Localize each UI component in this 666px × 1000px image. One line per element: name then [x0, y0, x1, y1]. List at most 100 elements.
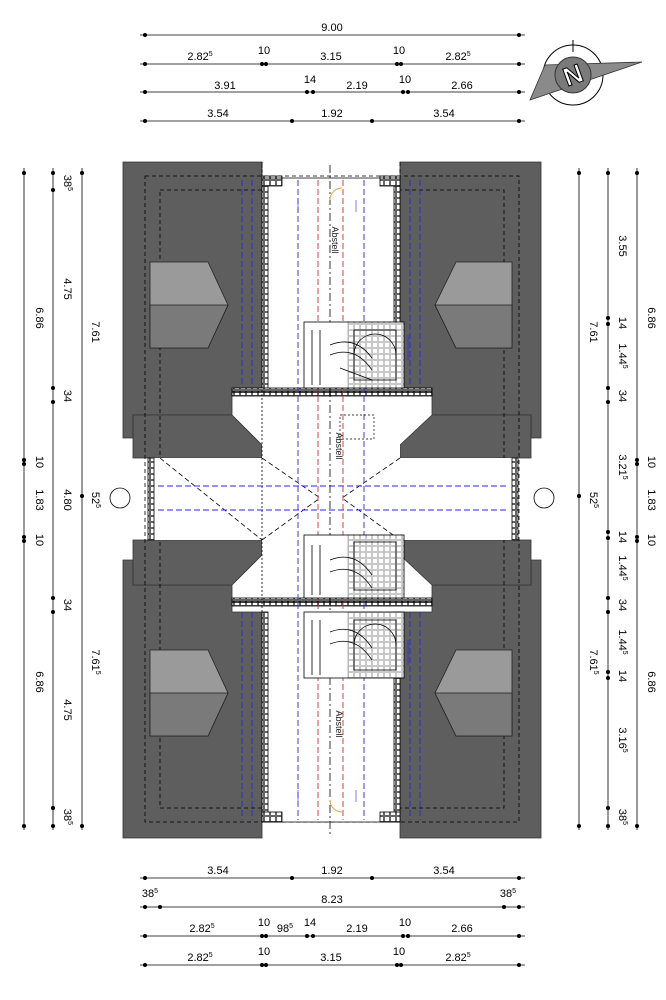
staircase-bottom — [303, 611, 405, 679]
dim-right-inner-a: 7.61 — [587, 321, 599, 342]
roof-wing-left-bottom — [132, 539, 263, 586]
bottom-dimension-chains — [140, 876, 525, 967]
dim-right-mid-i: 1.445 — [616, 629, 628, 654]
dim-bottom-r4-e: 2.825 — [445, 952, 470, 964]
dim-bottom-r3-f: 10 — [399, 917, 411, 929]
dim-right-mid-d: 34 — [616, 390, 628, 402]
dim-top-r3-b: 14 — [304, 74, 316, 86]
dim-bottom-r3-a: 2.825 — [189, 923, 214, 935]
dim-right-outer-c: 1.83 — [645, 489, 657, 510]
dim-left-mid-b: 4.75 — [61, 278, 73, 299]
dormer-bottom-right — [434, 649, 513, 737]
dim-bottom-r3-e: 2.19 — [346, 923, 367, 935]
walls — [147, 162, 519, 823]
dim-top-r3-a: 3.91 — [214, 80, 235, 92]
left-dimension-labels: 6.86 10 1.83 10 6.86 385 4.75 34 4.80 52… — [33, 175, 101, 825]
dim-left-mid-c: 34 — [61, 390, 73, 402]
chimney-box — [339, 414, 375, 440]
dim-top-r3-d: 10 — [399, 74, 411, 86]
dormer-top-left — [149, 261, 229, 349]
floor-area — [148, 178, 518, 822]
red-ridge-lines — [317, 180, 344, 820]
dim-top-r2-c: 3.15 — [320, 51, 341, 63]
building: Abstell Abstell Abstell — [109, 161, 555, 839]
hip-lines — [159, 457, 401, 541]
dim-bottom-r3-d: 14 — [304, 917, 316, 929]
dim-left-outer-b: 10 — [33, 456, 45, 468]
staircases — [303, 321, 409, 679]
dim-bottom-r2-b: 8.23 — [321, 894, 342, 906]
dim-right-mid-f: 14 — [616, 531, 628, 543]
dim-right-outer-e: 6.86 — [645, 671, 657, 692]
dim-right-mid-a: 3.55 — [616, 235, 628, 256]
dim-left-outer-d: 10 — [33, 534, 45, 546]
dim-right-mid-h: 34 — [616, 599, 628, 611]
room-label-bottom: Abstell — [334, 710, 344, 737]
blue-height-lines — [158, 180, 506, 820]
dim-right-inner-c: 7.615 — [587, 649, 599, 674]
dim-right-mid-k: 3.165 — [616, 727, 628, 752]
dim-top-r2-e: 2.825 — [445, 51, 470, 63]
right-dimension-chains — [577, 168, 639, 830]
bottom-dimension-labels: 3.54 1.92 3.54 385 8.23 385 2.825 10 985… — [142, 865, 516, 964]
tiny-annotation-marks — [297, 200, 357, 802]
dim-bottom-r4-a: 2.825 — [187, 952, 212, 964]
dim-right-outer-b: 10 — [645, 456, 657, 468]
dim-top-r2-b: 10 — [258, 45, 270, 57]
dim-left-outer-a: 6.86 — [33, 307, 45, 328]
dim-right-mid-j: 14 — [616, 670, 628, 682]
north-arrow-icon: N — [529, 40, 643, 106]
dim-right-mid-g: 1.445 — [616, 555, 628, 580]
dim-right-mid-l: 385 — [616, 809, 628, 825]
dim-bottom-r3-c: 985 — [277, 923, 293, 935]
top-dimension-labels: 9.00 2.825 10 3.15 10 2.825 3.91 14 2.19… — [187, 22, 472, 120]
dormer-bottom-left — [149, 649, 229, 737]
dim-top-total: 9.00 — [321, 22, 342, 34]
dim-bottom-r4-b: 10 — [258, 946, 270, 958]
top-dimension-chains — [140, 33, 525, 123]
right-dimension-labels: 7.61 525 7.615 3.55 14 1.445 34 3.215 14… — [587, 235, 657, 825]
dim-right-outer-d: 10 — [645, 534, 657, 546]
dim-top-r2-a: 2.825 — [187, 51, 212, 63]
roof-wing-left-top — [132, 414, 263, 459]
dim-top-r4-b: 1.92 — [321, 108, 342, 120]
dim-left-outer-e: 6.86 — [33, 671, 45, 692]
dormer-top-right — [434, 261, 513, 349]
north-arrow-letter: N — [559, 58, 587, 93]
dim-left-mid-f: 34 — [61, 599, 73, 611]
dim-top-r4-a: 3.54 — [207, 108, 228, 120]
gable-markers — [109, 487, 555, 509]
dim-top-r2-d: 10 — [393, 45, 405, 57]
dim-left-mid-e: 525 — [89, 492, 101, 508]
left-dimension-chains — [22, 168, 84, 830]
dim-right-mid-e: 3.215 — [616, 454, 628, 479]
dim-left-mid-g: 4.75 — [61, 699, 73, 720]
dim-right-inner-b: 525 — [587, 492, 599, 508]
dim-right-mid-b: 14 — [616, 317, 628, 329]
dim-bottom-r4-c: 3.15 — [320, 952, 341, 964]
dim-right-mid-c: 1.445 — [616, 343, 628, 368]
dim-top-r3-e: 2.66 — [451, 80, 472, 92]
dim-bottom-r3-b: 10 — [258, 917, 270, 929]
room-label-top: Abstell — [330, 226, 340, 253]
dim-left-inner-b: 7.615 — [89, 649, 101, 674]
dormers — [149, 261, 513, 737]
staircase-middle — [303, 534, 405, 599]
dim-left-mid-h: 385 — [61, 809, 73, 825]
door-markers — [329, 187, 343, 813]
dim-top-r4-c: 3.54 — [433, 108, 454, 120]
dim-top-r3-c: 2.19 — [346, 80, 367, 92]
roof-wing-right-top — [399, 414, 532, 459]
dim-left-mid-a: 385 — [61, 175, 73, 191]
dim-bottom-r4-d: 10 — [393, 946, 405, 958]
dim-bottom-r1-b: 1.92 — [321, 865, 342, 877]
dim-left-mid-d: 4.80 — [61, 489, 73, 510]
dim-bottom-r1-a: 3.54 — [207, 865, 228, 877]
dim-left-inner-a: 7.61 — [89, 321, 101, 342]
dim-bottom-r1-c: 3.54 — [433, 865, 454, 877]
dim-left-outer-c: 1.83 — [33, 489, 45, 510]
room-label-middle: Abstell — [334, 432, 344, 459]
staircase-top — [303, 321, 405, 389]
dim-bottom-r2-c: 385 — [500, 888, 516, 900]
